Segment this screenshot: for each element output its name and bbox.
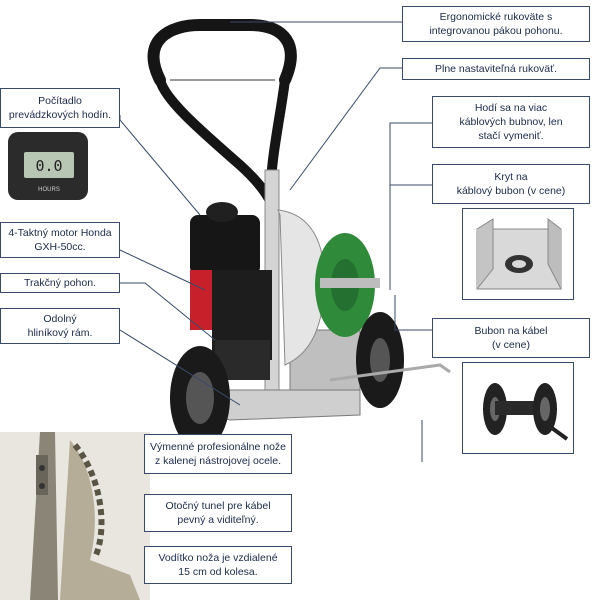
reel-drum-photo — [462, 362, 574, 454]
callout-frame: Odolný hliníkový rám. — [0, 308, 120, 344]
callout-multiple-reels: Hodí sa na viac káblových bubnov, len st… — [432, 96, 590, 148]
callout-hour-meter: Počítadlo prevádzkových hodín. — [0, 88, 120, 128]
callout-blades: Výmenné profesionálne nože z kalenej nás… — [144, 434, 292, 474]
callout-engine: 4-Taktný motor Honda GXH-50cc. — [0, 222, 120, 258]
cable-reel-icon — [483, 383, 569, 441]
leader-lines — [119, 21, 432, 462]
callout-reel-cover: Kryt na káblový bubon (v cene) — [432, 164, 590, 204]
hour-meter-icon: 0.0 HOURS — [8, 132, 88, 200]
hour-meter-unit: HOURS — [38, 187, 60, 193]
reel-cover-photo — [462, 208, 574, 300]
cable-cover-icon — [476, 217, 562, 290]
callout-reel-drum: Bubon na kábel (v cene) — [432, 318, 590, 358]
blade-closeup-photo — [0, 432, 150, 600]
callout-traction: Trakčný pohon. — [0, 273, 120, 293]
callout-blade-guide: Vodítko noža je vzdialené 15 cm od koles… — [144, 546, 292, 584]
hour-meter-reading: 0.0 — [35, 157, 62, 175]
callout-cable-tunnel: Otočný tunel pre kábel pevný a viditeľný… — [144, 494, 292, 532]
callout-handle: Ergonomické rukoväte s integrovanou páko… — [402, 6, 590, 42]
machine-photo — [147, 19, 451, 450]
callout-adjustable-handle: Plne nastaviteľná rukoväť. — [402, 58, 590, 80]
